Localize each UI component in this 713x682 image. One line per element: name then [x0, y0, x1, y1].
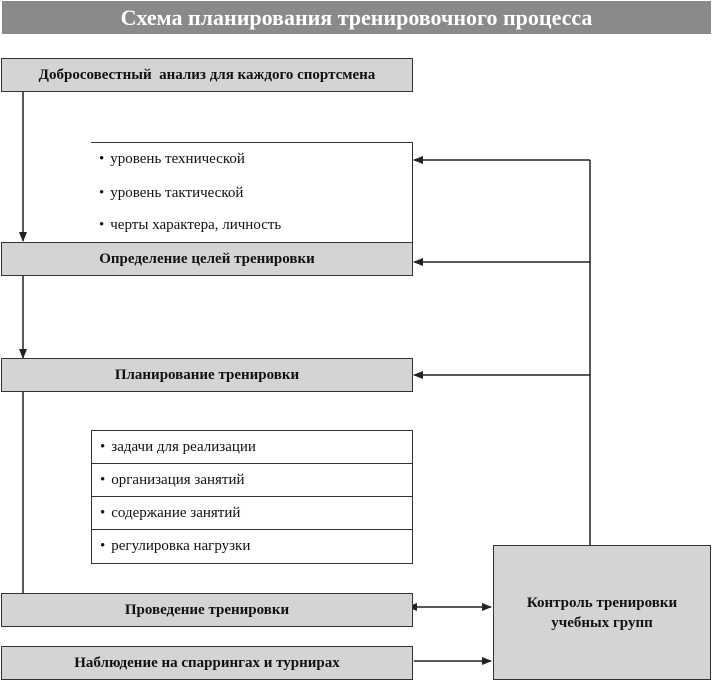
list-item: • организация занятий	[92, 464, 412, 497]
bullet: •	[99, 151, 105, 167]
bullet: •	[100, 504, 106, 521]
diagram-title: Схема планирования тренировочного процес…	[2, 1, 711, 34]
tasks-list: • задачи для реализации • организация за…	[91, 430, 413, 564]
list-item-label: регулировка нагрузки	[111, 538, 251, 554]
list-item-label: черты характера, личность	[110, 217, 282, 233]
list-item-label: организация занятий	[111, 471, 245, 488]
list-item: • регулировка нагрузки	[92, 530, 412, 563]
list-item-label: уровень технической	[110, 151, 245, 167]
list-item-label: задачи для реализации	[111, 438, 256, 455]
conduct-box: Проведение тренировки	[1, 593, 413, 627]
analysis-label: Добросовестный анализ для каждого спортс…	[38, 66, 376, 83]
list-item: • содержание занятий	[92, 497, 412, 530]
list-item: • уровень технической	[91, 143, 412, 176]
bullet: •	[100, 438, 106, 455]
goals-box: Определение целей тренировки	[1, 242, 413, 276]
bullet: •	[100, 471, 106, 488]
observation-label: Наблюдение на спаррингах и турнирах	[74, 654, 340, 671]
list-item-label: содержание занятий	[111, 504, 241, 521]
list-item: • уровень тактической	[91, 176, 412, 210]
list-item: • черты характера, личность	[91, 210, 412, 241]
control-box: Контроль тренировки учебных групп	[493, 545, 711, 680]
analysis-box: Добросовестный анализ для каждого спортс…	[1, 58, 413, 92]
list-item-label: уровень тактической	[110, 184, 244, 201]
characteristics-list: • уровень технической • уровень тактичес…	[91, 142, 413, 242]
conduct-label: Проведение тренировки	[124, 601, 290, 618]
control-label-line1: Контроль тренировки	[526, 594, 678, 611]
observation-box: Наблюдение на спаррингах и турнирах	[1, 646, 413, 680]
bullet: •	[99, 217, 105, 233]
planning-box: Планирование тренировки	[1, 358, 413, 392]
bullet: •	[99, 184, 105, 201]
bullet: •	[100, 538, 106, 554]
planning-label: Планирование тренировки	[114, 366, 300, 383]
control-label-line2: учебных групп	[551, 614, 653, 631]
goals-label: Определение целей тренировки	[99, 250, 315, 267]
list-item: • задачи для реализации	[92, 431, 412, 464]
